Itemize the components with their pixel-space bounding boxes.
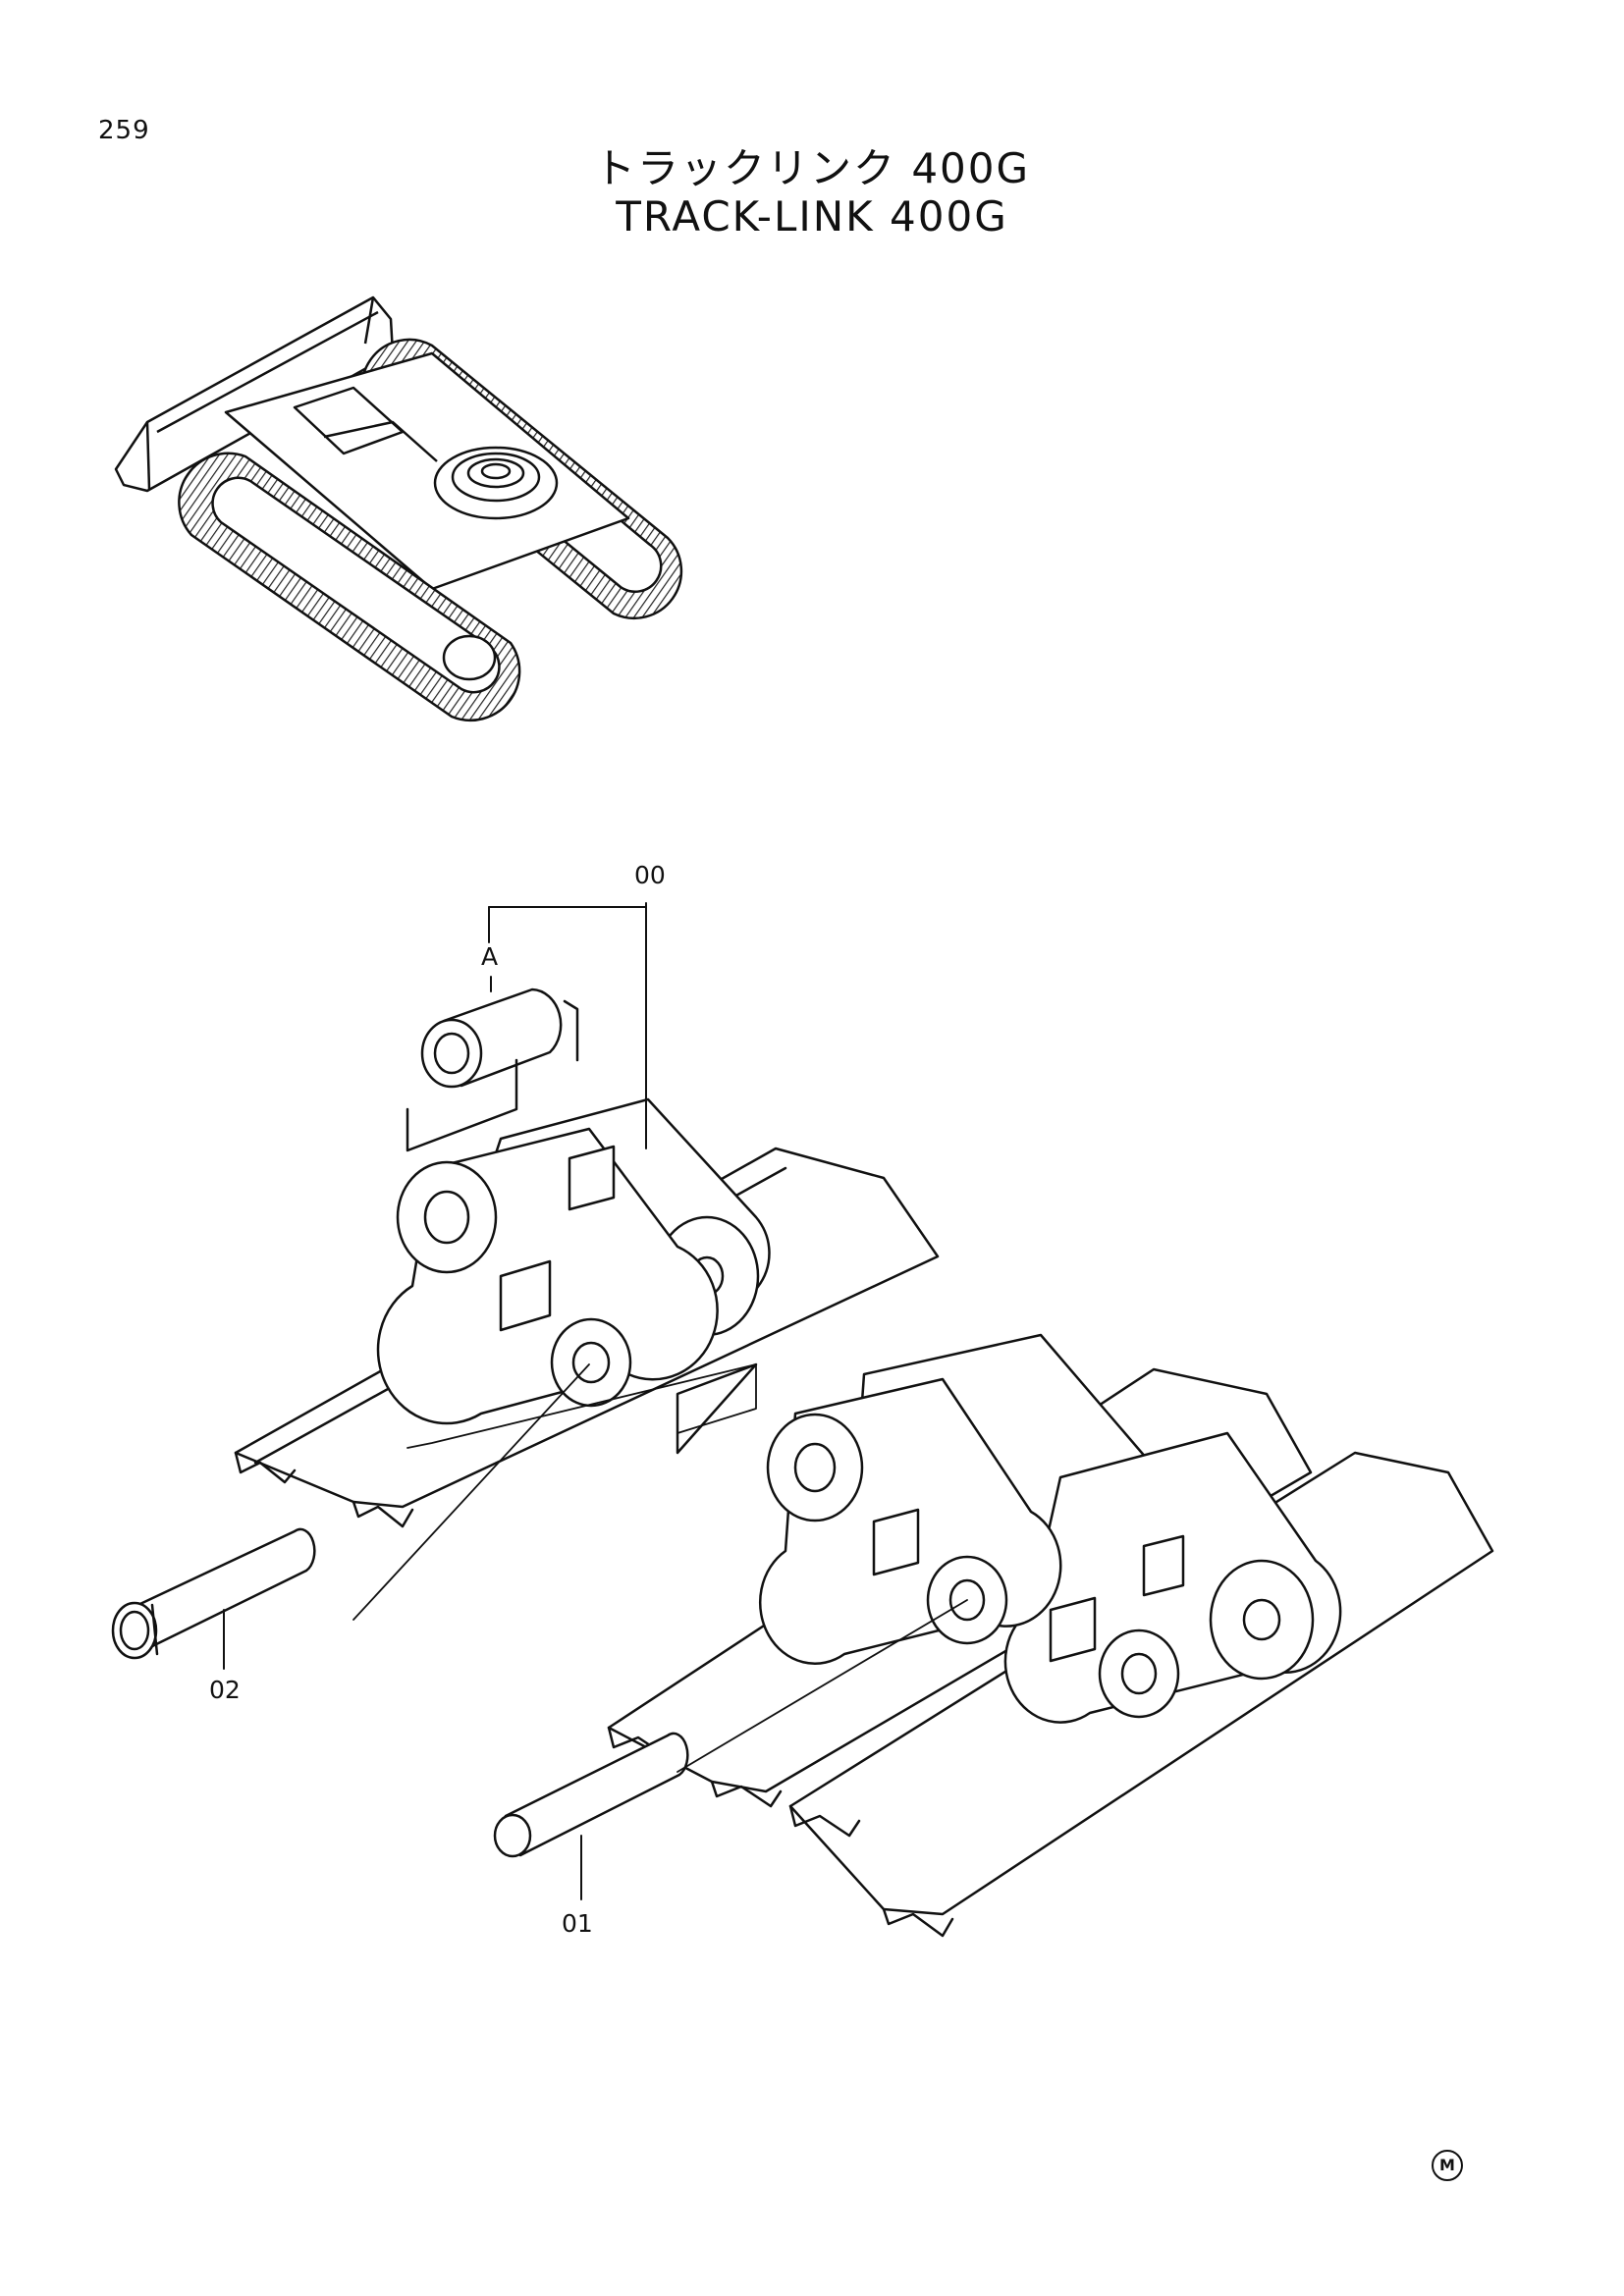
track-frame (224, 351, 630, 591)
callout-label-a: A (481, 942, 498, 971)
pin-01 (493, 1732, 689, 1858)
track-link-exploded-view (111, 902, 1494, 1938)
page-title-japanese: トラックリンク 400G (593, 144, 1031, 192)
page-number: 259 (98, 116, 150, 145)
assembly-guide-lines (352, 1363, 968, 1773)
track-link-pair-1 (376, 1097, 771, 1425)
callout-leaders (223, 902, 647, 1900)
callout-label-00: 00 (634, 861, 666, 889)
front-track (178, 452, 521, 722)
callout-label-02: 02 (209, 1676, 241, 1704)
callout-label-01: 01 (562, 1909, 593, 1938)
pin-02 (111, 1527, 316, 1660)
bushing (406, 988, 579, 1152)
dozer-blade (114, 295, 395, 493)
track-link-pair-2 (676, 1333, 1342, 1724)
undercarriage-overview-illustration (114, 295, 683, 722)
page-title-english: TRACK-LINK 400G (616, 192, 1008, 240)
manufacturer-mark: M (1432, 2150, 1463, 2181)
